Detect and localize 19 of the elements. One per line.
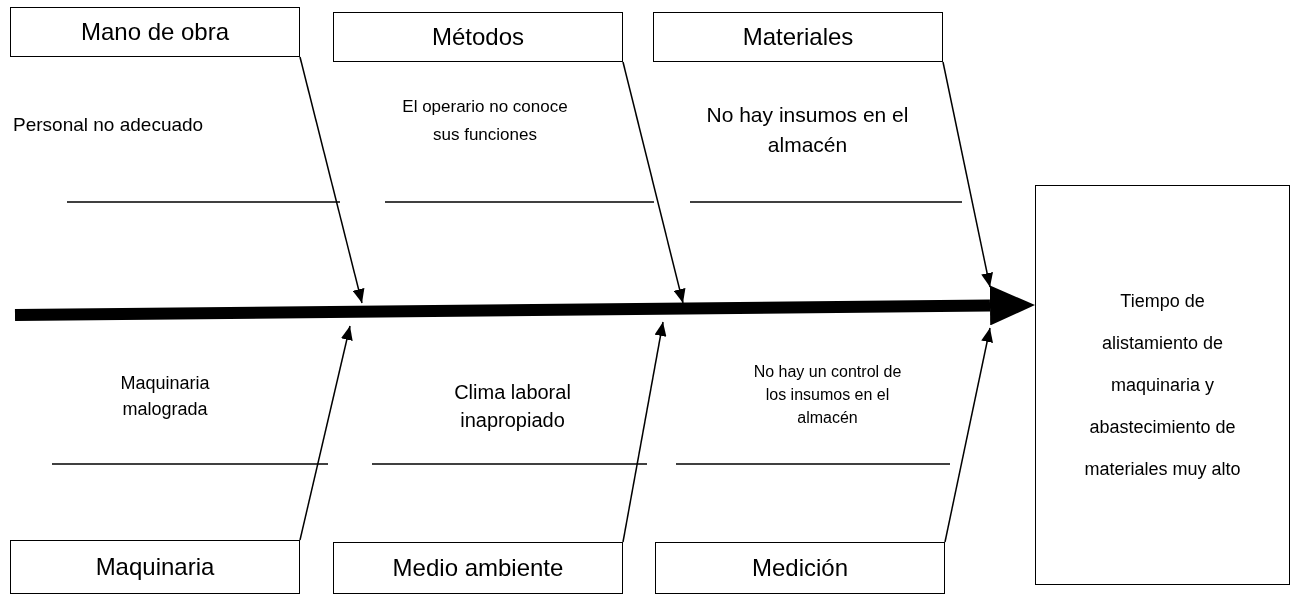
arrow [299,325,354,541]
category-box: Mano de obra [10,7,300,57]
arrow [622,321,667,543]
category-box: Maquinaria [10,540,300,594]
arrow [622,61,686,304]
arrow [942,61,994,288]
arrow [944,327,994,543]
category-box: Medio ambiente [333,542,623,594]
arrow [299,56,365,304]
category-box: Métodos [333,12,623,62]
category-box: Materiales [653,12,943,62]
effect-box: Tiempo de alistamiento de maquinaria y abastecimiento de materiales muy alto [1035,185,1290,585]
cause-text: Personal no adecuado [12,113,205,137]
cause-text: Maquinaria malograda [119,372,211,421]
cause-text: El operario no conoce sus funciones [401,96,569,146]
cause-text: No hay un control de los insumos en el almacén [752,362,903,428]
cause-text: No hay insumos en el almacén [705,102,910,158]
cause-text: Clima laboral inapropiado [453,380,572,433]
category-box: Medición [655,542,945,594]
